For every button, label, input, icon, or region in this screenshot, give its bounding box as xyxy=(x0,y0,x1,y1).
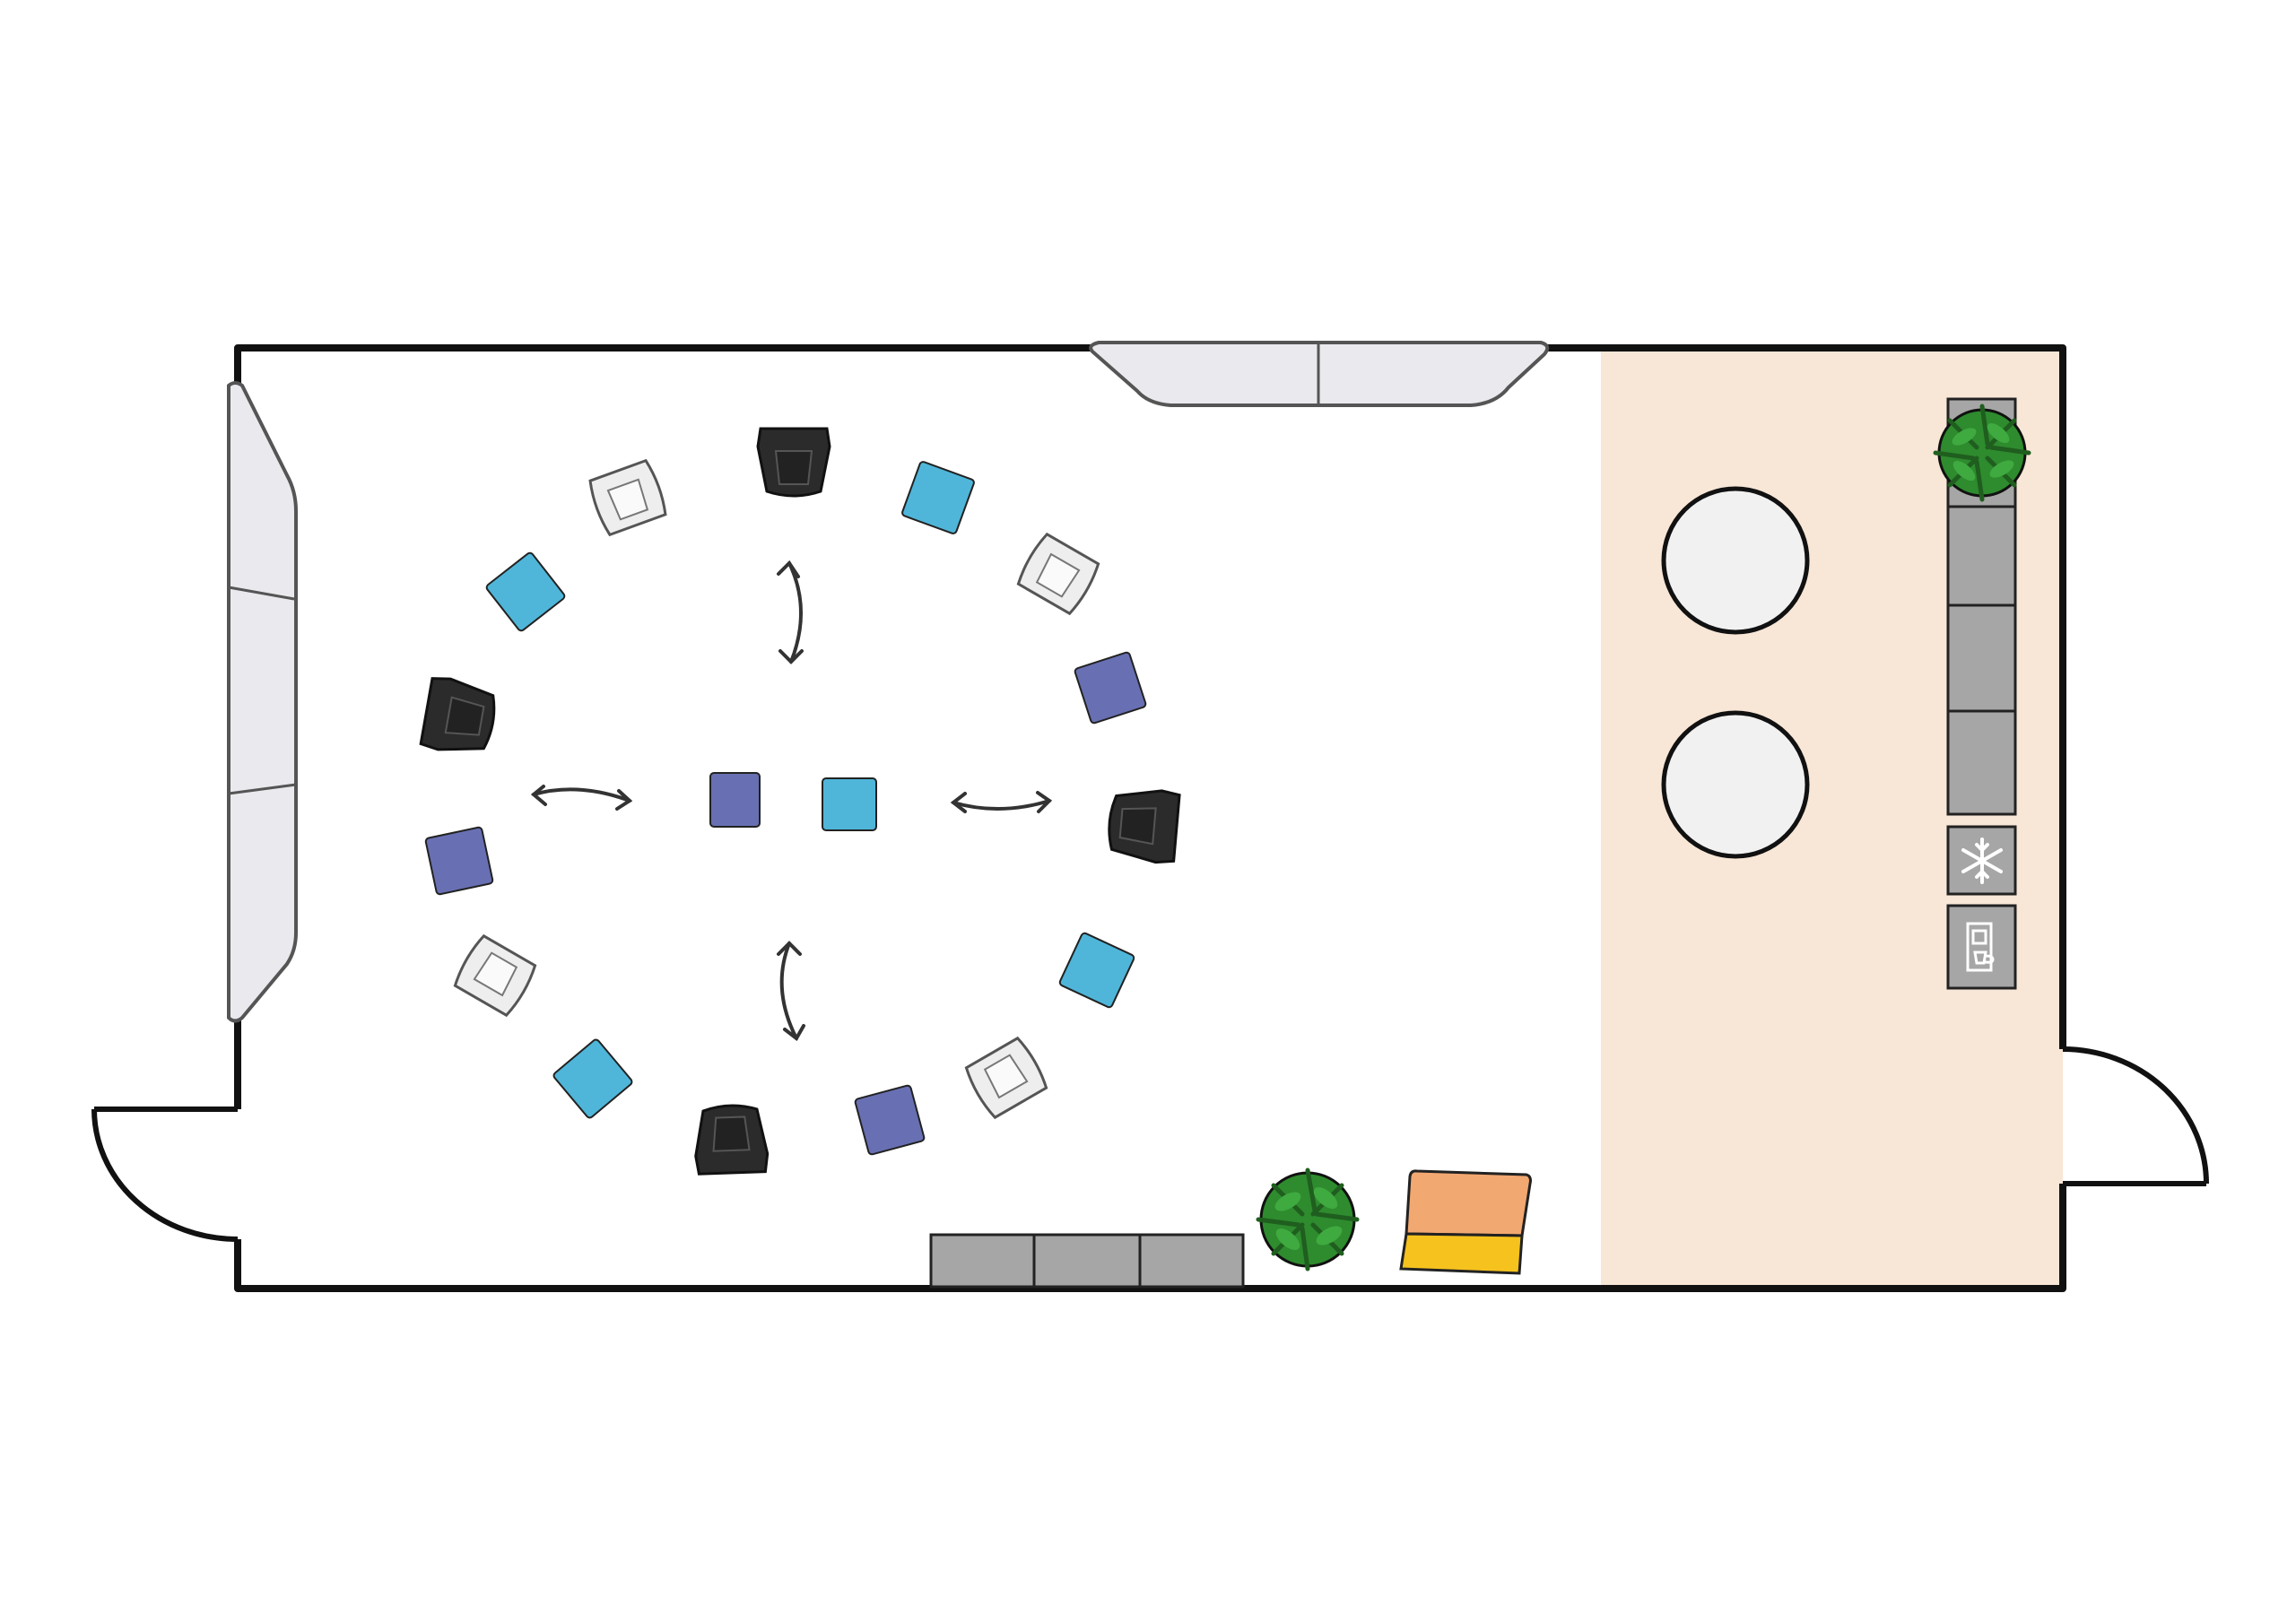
left-door[interactable] xyxy=(91,1107,239,1242)
right-door[interactable] xyxy=(2062,1046,2209,1186)
whiteboard-left xyxy=(227,381,298,1023)
cabinet-unit[interactable] xyxy=(1946,709,2017,816)
snowflake-icon xyxy=(1961,838,2003,884)
plant-icon xyxy=(1256,1167,1360,1271)
stool-purple[interactable] xyxy=(854,1084,926,1156)
coffee-machine-icon xyxy=(1966,922,1995,972)
stool-light-blue[interactable] xyxy=(901,461,975,534)
chair-white[interactable] xyxy=(963,1036,1048,1120)
chair-white[interactable] xyxy=(452,933,537,1018)
stool-purple-center[interactable] xyxy=(709,772,761,828)
arrow-double-icon xyxy=(530,785,633,811)
chair-white[interactable] xyxy=(587,458,668,537)
chair-black[interactable] xyxy=(756,427,831,498)
chair-white[interactable] xyxy=(1015,532,1100,616)
storage-unit[interactable] xyxy=(1032,1233,1142,1289)
bar-table[interactable] xyxy=(1661,486,1810,635)
whiteboard-top xyxy=(1089,341,1550,407)
stool-light-blue[interactable] xyxy=(485,551,566,632)
stool-light-blue[interactable] xyxy=(552,1038,633,1119)
sofa[interactable] xyxy=(1399,1169,1532,1275)
arrow-double-icon xyxy=(950,791,1053,813)
stool-light-blue[interactable] xyxy=(1058,932,1135,1009)
arrow-double-icon xyxy=(777,560,804,664)
stool-blue-center[interactable] xyxy=(822,777,877,831)
chair-black[interactable] xyxy=(419,676,500,759)
coffee-machine[interactable] xyxy=(1946,904,2017,990)
stool-purple[interactable] xyxy=(424,826,494,896)
cabinet-unit[interactable] xyxy=(1946,603,2017,713)
fridge[interactable] xyxy=(1946,825,2017,896)
chair-black[interactable] xyxy=(1107,786,1181,864)
plant-icon xyxy=(1933,404,2031,502)
storage-unit[interactable] xyxy=(1138,1233,1245,1289)
storage-unit[interactable] xyxy=(929,1233,1036,1289)
chair-black[interactable] xyxy=(694,1104,770,1176)
storage-units xyxy=(929,1233,1245,1289)
stool-ring xyxy=(424,461,1147,1156)
arrow-double-icon xyxy=(777,941,805,1041)
bar-table[interactable] xyxy=(1661,710,1810,859)
stool-purple[interactable] xyxy=(1074,651,1147,725)
cabinet-unit[interactable] xyxy=(1946,505,2017,607)
